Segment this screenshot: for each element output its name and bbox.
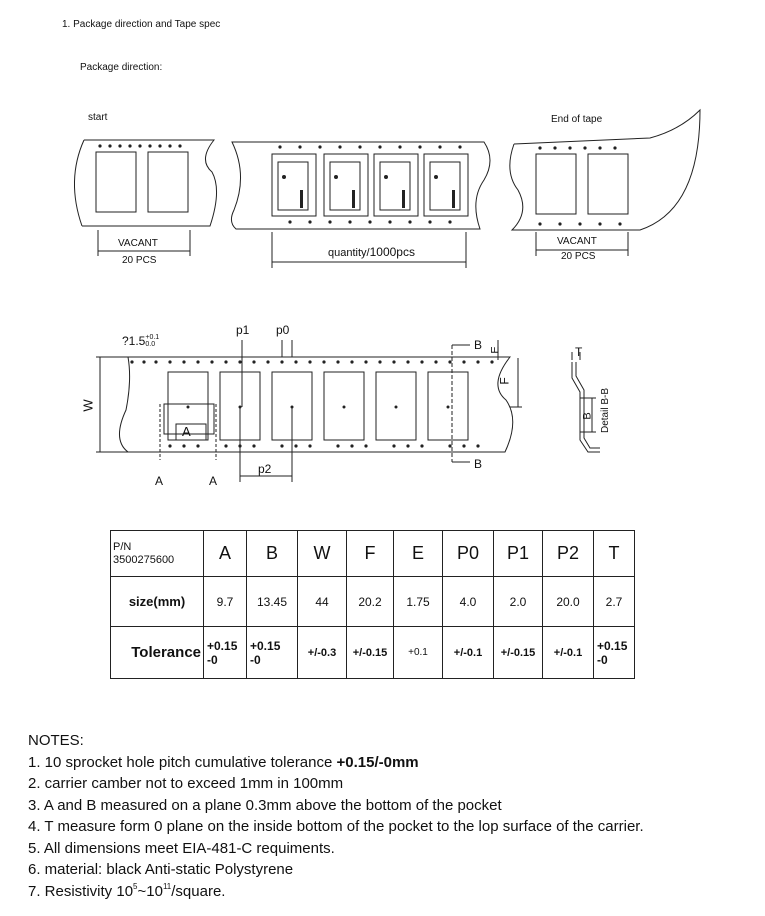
- table-header-row: P/N 3500275600 A B W F E P0 P1 P2 T: [110, 530, 635, 577]
- size-cell: 20.0: [542, 576, 594, 627]
- size-cell: 13.45: [246, 576, 298, 627]
- section-a-label: A: [182, 424, 191, 439]
- vacant-count-end: 20 PCS: [561, 251, 596, 262]
- size-cell: 44: [297, 576, 347, 627]
- col-header: T: [593, 530, 635, 577]
- note-7: 7. Resistivity 105~1011/square.: [28, 881, 226, 900]
- col-header: A: [203, 530, 247, 577]
- e-label: E: [489, 346, 502, 354]
- p0-label: p0: [276, 323, 290, 337]
- size-cell: 20.2: [346, 576, 394, 627]
- tolerance-cell: +0.15 -0: [593, 626, 635, 679]
- col-header: F: [346, 530, 394, 577]
- t-label: T: [575, 345, 583, 359]
- p2-label: p2: [258, 462, 272, 476]
- spec-table: P/N 3500275600 A B W F E P0 P1 P2 T size…: [110, 530, 635, 679]
- col-header: E: [393, 530, 443, 577]
- tolerance-cell: +0.15 -0: [203, 626, 247, 679]
- col-header: B: [246, 530, 298, 577]
- a-marker-left: A: [155, 474, 164, 488]
- note-6: 6. material: black Anti-static Polystyre…: [28, 861, 294, 878]
- vacant-count-start: 20 PCS: [122, 255, 157, 266]
- size-cell: 2.0: [493, 576, 543, 627]
- tolerance-row: Tolerance +0.15 -0 +0.15 -0 +/-0.3 +/-0.…: [110, 626, 635, 679]
- notes-title: NOTES:: [28, 732, 84, 749]
- w-label: W: [80, 399, 96, 412]
- size-cell: 2.7: [593, 576, 635, 627]
- note-4: 4. T measure form 0 plane on the inside …: [28, 818, 644, 835]
- note-5: 5. All dimensions meet EIA-481-C requime…: [28, 839, 335, 857]
- size-label: size(mm): [110, 576, 204, 627]
- col-header: P0: [442, 530, 494, 577]
- size-cell: 9.7: [203, 576, 247, 627]
- tolerance-cell: +/-0.15: [346, 626, 394, 679]
- a-marker-right: A: [209, 474, 218, 488]
- package-direction-label: Package direction:: [80, 62, 163, 73]
- tolerance-cell: +0.1: [393, 626, 443, 679]
- pn-label: P/N: [113, 540, 132, 553]
- pn-value: 3500275600: [113, 553, 175, 566]
- size-cell: 4.0: [442, 576, 494, 627]
- vacant-label-start: VACANT: [118, 238, 158, 249]
- tolerance-cell: +/-0.15: [493, 626, 543, 679]
- col-header: P1: [493, 530, 543, 577]
- note-2: 2. carrier camber not to exceed 1mm in 1…: [28, 775, 344, 792]
- size-cell: 1.75: [393, 576, 443, 627]
- detail-bb-label: Detail B-B: [600, 387, 612, 434]
- note-1: 1. 10 sprocket hole pitch cumulative tol…: [28, 753, 419, 771]
- tolerance-cell: +/-0.1: [442, 626, 494, 679]
- start-label: start: [88, 112, 108, 123]
- size-row: size(mm) 9.7 13.45 44 20.2 1.75 4.0 2.0 …: [110, 576, 635, 627]
- vacant-label-end: VACANT: [557, 236, 597, 247]
- f-label: F: [497, 377, 512, 385]
- tolerance-cell: +/-0.3: [297, 626, 347, 679]
- notes-section: NOTES: 1. 10 sprocket hole pitch cumulat…: [28, 730, 644, 902]
- b-marker-top: B: [474, 338, 483, 352]
- end-of-tape-label: End of tape: [551, 114, 603, 125]
- pn-cell: P/N 3500275600: [110, 530, 204, 577]
- p1-label: p1: [236, 323, 250, 337]
- section-title: 1. Package direction and Tape spec: [62, 19, 221, 30]
- quantity-label: quantity/1000pcs: [328, 245, 415, 259]
- col-header: W: [297, 530, 347, 577]
- tolerance-label: Tolerance: [110, 626, 204, 679]
- b-detail-label: B: [581, 412, 594, 420]
- tolerance-cell: +/-0.1: [542, 626, 594, 679]
- note-3: 3. A and B measured on a plane 0.3mm abo…: [28, 796, 502, 814]
- col-header: P2: [542, 530, 594, 577]
- b-marker-bottom: B: [474, 457, 483, 471]
- tolerance-cell: +0.15 -0: [246, 626, 298, 679]
